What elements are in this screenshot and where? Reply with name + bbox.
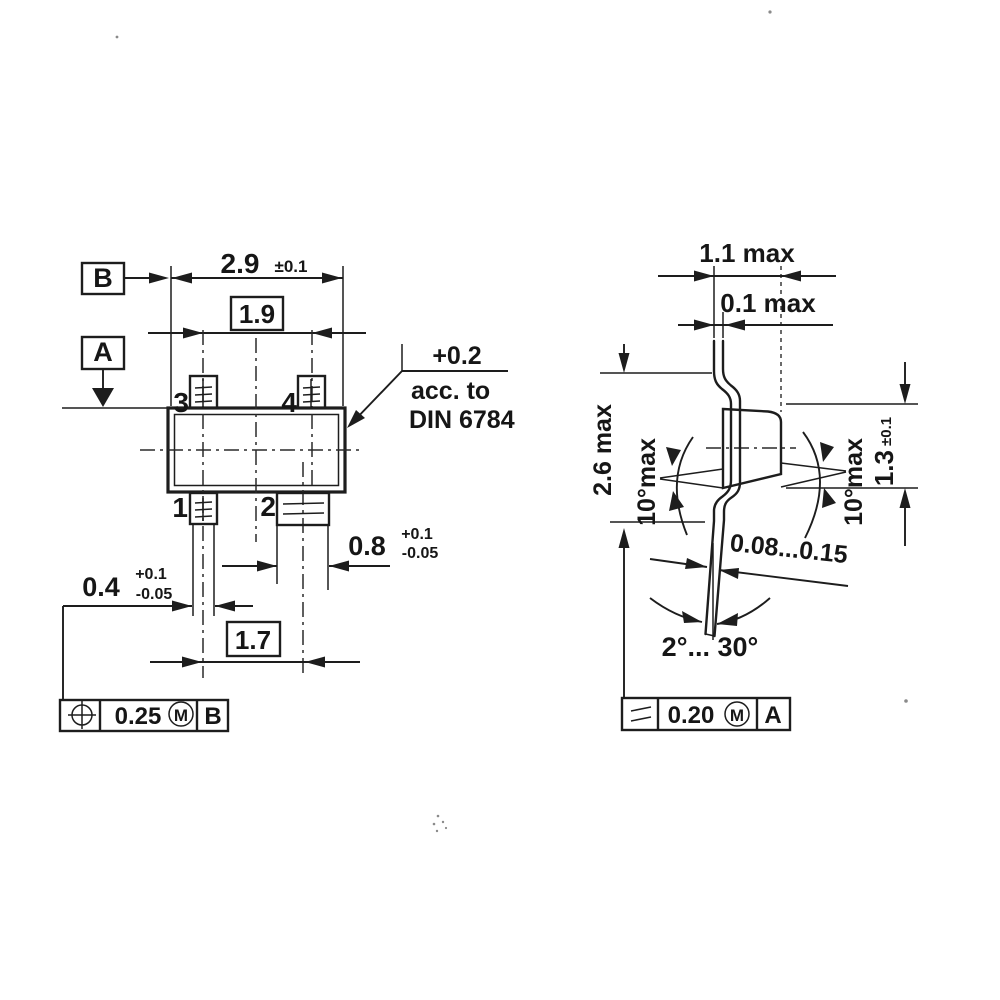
dim-0-4-value: 0.4 (82, 572, 120, 602)
dim-0-8-minus: -0.05 (402, 545, 439, 562)
dimension-0-8: 0.8 +0.1 -0.05 (222, 526, 438, 572)
feature-control-frame-left: 0.25 M B (58, 698, 230, 733)
dimension-1-1-max: 1.1 max (658, 238, 836, 412)
dim-1-3-value: 1.3 (869, 450, 899, 486)
dimension-0-4: 0.4 +0.1 -0.05 (62, 566, 253, 700)
pin-2-number: 2 (260, 491, 276, 522)
din-note-arrow (347, 410, 365, 428)
dim-0-4-plus: +0.1 (135, 566, 167, 583)
dim-0-4-minus: -0.05 (136, 586, 173, 603)
pin-2: 2 (260, 491, 331, 527)
dim-0-1-value: 0.1 max (720, 288, 816, 318)
material-modifier-circle (168, 701, 194, 727)
dim-1-7-box (225, 620, 282, 658)
fcf-left-modifier: M (174, 706, 188, 725)
fcf-right-datum: A (764, 702, 781, 729)
dim-0-8-plus: +0.1 (401, 526, 433, 543)
datum-b-label: B (93, 263, 113, 293)
datum-a-triangle (92, 388, 114, 407)
fcf-right-tolerance: 0.20 (668, 702, 715, 729)
dimension-1-3: 1.3 ±0.1 (786, 362, 918, 546)
dim-1-3-tol: ±0.1 (878, 417, 895, 446)
scan-noise (115, 10, 908, 833)
dim-1-7-value: 1.7 (235, 625, 271, 655)
dim-2-9-value: 2.9 (221, 248, 260, 279)
angle-10-right-label: 10°max (840, 438, 868, 526)
dim-2-6-value: 2.6 max (589, 404, 617, 496)
dim-1-1-value: 1.1 max (699, 238, 795, 268)
pin-4: 4 (281, 374, 327, 418)
parallelism-symbol-icon (630, 706, 652, 722)
fcf-left-tolerance: 0.25 (115, 703, 162, 730)
dimension-2-9: 2.9 ±0.1 (170, 248, 344, 406)
dimension-1-7: 1.7 (150, 620, 360, 668)
din-note: +0.2 acc. to DIN 6784 (347, 342, 515, 434)
din-note-acc: acc. to (411, 377, 490, 405)
fcf-left-datum: B (204, 703, 221, 730)
dim-1-9-box (229, 295, 285, 332)
din-note-din: DIN 6784 (409, 406, 515, 434)
datum-b-frame: B (80, 261, 169, 296)
fcf-right-modifier: M (730, 706, 744, 725)
dimension-0-1-max: 0.1 max (678, 288, 833, 338)
datum-a-label: A (93, 337, 113, 367)
datum-b-arrow (149, 272, 169, 284)
datum-a-frame: A (62, 335, 168, 409)
body-side-outline (721, 407, 783, 490)
pin-1-number: 1 (172, 492, 188, 523)
angle-10-right: 10°max (780, 431, 868, 539)
dim-1-9-value: 1.9 (239, 299, 275, 329)
dimension-0-08: 0.08...0.15 (649, 529, 850, 587)
angle-10-left: 10°max (633, 436, 724, 536)
pin-4-number: 4 (281, 387, 297, 418)
angle-2-30-label: 2°... 30° (662, 632, 759, 662)
din-note-tol: +0.2 (432, 342, 481, 370)
feature-control-frame-right: 0.20 M A (620, 696, 792, 732)
pin-1: 1 (172, 491, 219, 526)
top-view: B A 2.9 ±0.1 1.9 (58, 248, 515, 733)
dim-2-9-tol: ±0.1 (275, 257, 308, 276)
side-view: 1.1 max 0.1 max 2.6 max (589, 238, 918, 732)
position-symbol-icon (68, 701, 96, 729)
pin-3: 3 (173, 374, 219, 418)
dim-0-08-value: 0.08...0.15 (729, 529, 850, 569)
angle-2-30: 2°... 30° (649, 543, 771, 662)
pin-3-number: 3 (173, 387, 189, 418)
dimension-2-6-max: 2.6 max (589, 344, 712, 698)
material-modifier-circle (724, 701, 750, 727)
dimension-1-9: 1.9 (148, 295, 366, 339)
dim-0-8-value: 0.8 (348, 531, 386, 561)
angle-10-left-label: 10°max (633, 438, 661, 526)
